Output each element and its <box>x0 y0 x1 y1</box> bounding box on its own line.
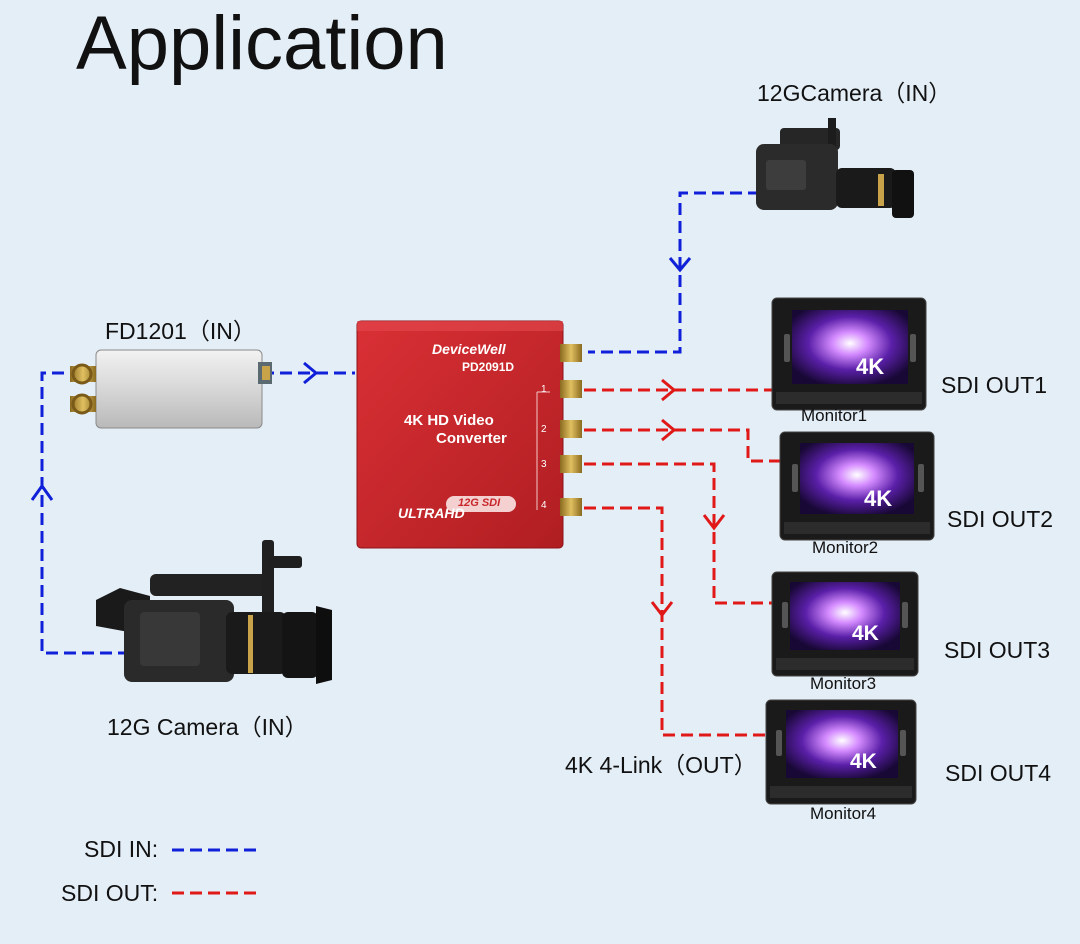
sdi-in-connections <box>40 191 760 655</box>
monitor-device-4 <box>765 699 917 805</box>
converter-series: ULTRAHD <box>398 505 465 521</box>
page-title: Application <box>76 1 448 86</box>
converter-badge: 12G SDI <box>458 497 501 509</box>
bottom-camera-device <box>96 540 332 684</box>
monitor-4k-badge: 4K <box>852 622 879 645</box>
monitor-name: Monitor1 <box>801 406 868 425</box>
top-camera-label: 12GCamera（IN） <box>757 80 952 106</box>
monitor-name: Monitor3 <box>810 674 877 693</box>
converter-device <box>356 320 582 549</box>
arrow-up <box>30 483 54 501</box>
monitor-4k-badge: 4K <box>850 750 877 773</box>
converter-name-line1: 4K HD Video <box>404 412 494 429</box>
quad-link-label: 4K 4-Link（OUT） <box>565 752 757 778</box>
link-out3 <box>584 462 772 605</box>
monitor-name: Monitor2 <box>812 538 879 557</box>
monitor-name: Monitor4 <box>810 804 877 823</box>
sdi-in-arrows <box>30 257 692 501</box>
monitor-4k-badge: 4K <box>856 354 885 379</box>
fiber-box-device <box>70 349 272 429</box>
arrow-down <box>650 601 674 618</box>
legend-sdi-out-label: SDI OUT: <box>61 880 159 906</box>
legend-sdi-in-label: SDI IN: <box>84 836 159 862</box>
converter-port-number: 2 <box>541 424 547 435</box>
arrow-down <box>668 257 692 273</box>
monitor-device-3 <box>771 571 919 677</box>
sdi-out-label: SDI OUT3 <box>944 637 1051 663</box>
link-out4 <box>584 506 766 737</box>
arrow-right <box>661 418 677 442</box>
converter-brand: DeviceWell <box>432 341 506 357</box>
converter-name-line2: Converter <box>436 430 507 447</box>
monitor-device-1 <box>771 297 927 411</box>
link-top-camera-to-converter <box>588 191 760 354</box>
arrow-right <box>661 378 677 402</box>
fiber-box-label: FD1201（IN） <box>105 318 256 344</box>
bottom-camera-label: 12G Camera（IN） <box>107 714 308 740</box>
sdi-out-arrows <box>650 378 726 618</box>
sdi-out-connections <box>584 388 780 737</box>
sdi-out-label: SDI OUT4 <box>945 760 1052 786</box>
sdi-out-label: SDI OUT2 <box>947 506 1054 532</box>
converter-bnc-ports <box>560 344 582 516</box>
converter-port-number: 1 <box>541 384 547 395</box>
link-out2 <box>584 428 780 463</box>
arrow-right <box>303 361 319 385</box>
legend <box>172 848 256 895</box>
monitor-device-2 <box>779 431 935 541</box>
converter-port-number: 4 <box>541 500 547 511</box>
arrow-down <box>702 514 726 531</box>
top-camera-device <box>756 118 914 218</box>
monitor-4k-badge: 4K <box>864 486 893 511</box>
converter-port-number: 3 <box>541 459 547 470</box>
sdi-out-label: SDI OUT1 <box>941 372 1048 398</box>
link-camera-to-fiber-box <box>40 371 130 655</box>
converter-model: PD2091D <box>462 360 515 374</box>
